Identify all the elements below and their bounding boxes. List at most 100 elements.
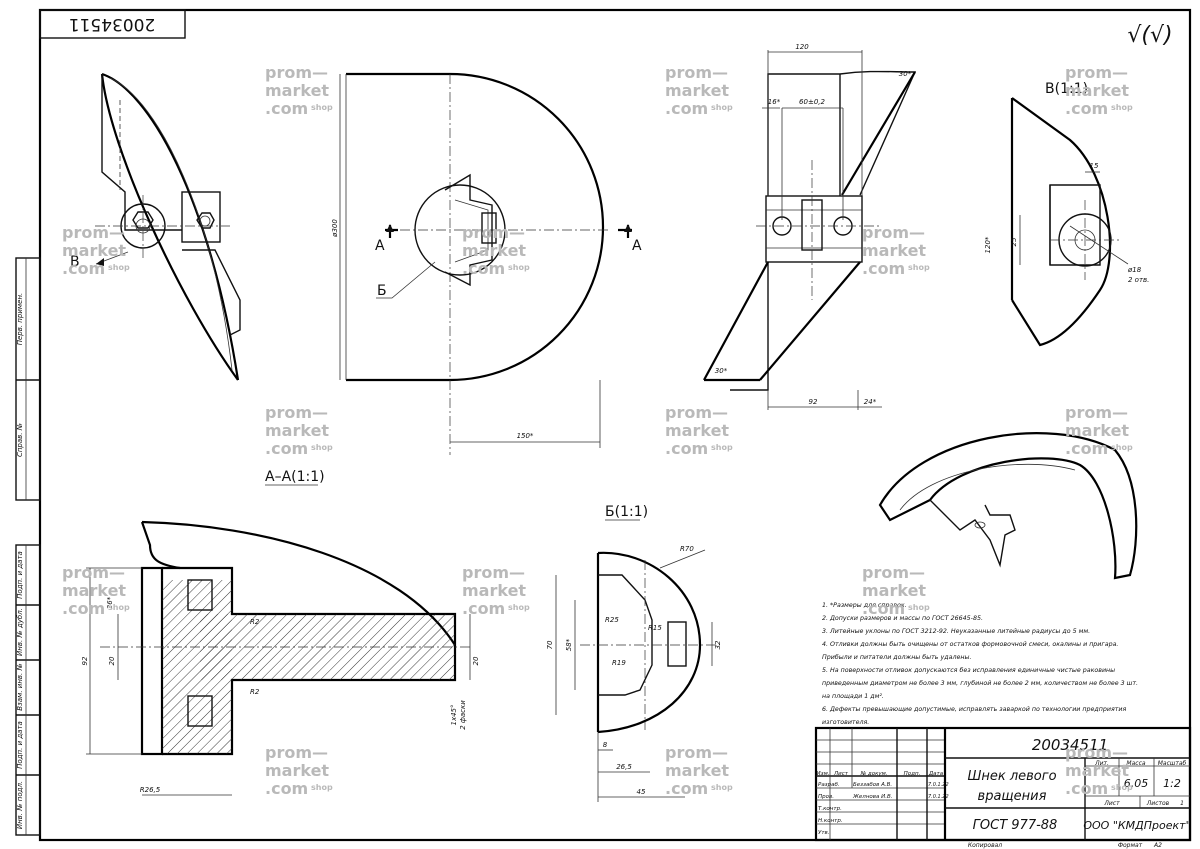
tb-role: Т.контр. — [818, 806, 842, 812]
watermark-text: .com — [862, 599, 905, 618]
dim-24: 24* — [864, 398, 877, 406]
tb-header-mass: Масса — [1126, 760, 1145, 767]
watermark-text: .com — [265, 439, 308, 458]
watermark-text: prom— — [265, 63, 328, 82]
detail-b-title: Б(1:1) — [605, 504, 648, 520]
watermark-text: .com — [1065, 779, 1108, 798]
section-aa-title: А–А(1:1) — [265, 469, 325, 485]
dim-v25: 25 — [1010, 237, 1018, 246]
watermark-text: market — [1065, 761, 1129, 780]
strip-label: Инв. № подл. — [16, 781, 24, 829]
dim-v18-count: 2 отв. — [1128, 276, 1149, 284]
dim-30-top: 30* — [899, 70, 912, 78]
strip-label: Перв. примен. — [16, 293, 24, 346]
dim-s20-right: 20 — [472, 656, 480, 665]
watermark-text: .com — [665, 439, 708, 458]
tb-header-lit: Лит. — [1094, 760, 1109, 767]
watermark-small: shop — [1111, 443, 1133, 452]
tb-header-scale: Масштаб — [1158, 760, 1187, 767]
watermark-text: market — [265, 81, 329, 100]
note-line: 2. Допуски размеров и массы по ГОСТ 2664… — [822, 615, 983, 622]
strip-label: Подп. и дата — [16, 721, 24, 769]
dim-60: 60±0,2 — [799, 98, 825, 106]
watermark-small: shop — [1111, 103, 1133, 112]
tb-company: ООО "КМДПроект" — [1083, 819, 1190, 832]
tb-doc-number: 20034511 — [1032, 736, 1108, 754]
watermark-small: shop — [508, 603, 530, 612]
dim-b8: 8 — [603, 741, 608, 749]
watermark-text: prom— — [265, 743, 328, 762]
side-strips: Перв. примен. Справ. № Подп. и дата Инв.… — [15, 257, 41, 836]
dim-br19: R19 — [612, 659, 626, 667]
watermark-text: .com — [665, 99, 708, 118]
watermark-text: .com — [862, 259, 905, 278]
watermark-text: market — [665, 421, 729, 440]
watermark-text: prom— — [62, 223, 125, 242]
section-aa: А–А(1:1) 92 36* 20 R2 R2 20 1х45° 2 фаск… — [81, 469, 480, 796]
dim-v15: 15 — [1090, 162, 1099, 170]
tb-col-header: Подп. — [904, 771, 921, 777]
isometric-view — [878, 432, 1138, 580]
watermark-text: prom— — [462, 223, 525, 242]
watermark-text: market — [62, 581, 126, 600]
dim-br70: R70 — [680, 545, 694, 553]
tb-format-value: А2 — [1153, 842, 1162, 849]
note-line: на площади 1 дм². — [822, 693, 884, 700]
view-v-title: В(1:1) — [1045, 81, 1088, 97]
edge-view-auger: 120 16* 60±0,2 30* 30* 92 24* — [703, 43, 917, 410]
watermark-text: prom— — [1065, 63, 1128, 82]
watermark-small: shop — [311, 103, 333, 112]
dim-b32: 32 — [714, 640, 722, 649]
roughness-symbol: √(√) — [1127, 23, 1172, 48]
front-view-disc: ø300 150* А А Б — [331, 72, 642, 455]
watermark-small: shop — [711, 783, 733, 792]
tb-format-label: Формат — [1118, 842, 1143, 849]
dim-d150: 150* — [517, 432, 534, 440]
view-label-v: В — [70, 254, 80, 270]
tb-role: Утв. — [818, 830, 830, 836]
view-v-detail: В(1:1) 15 25 120* ø18 2 отв. — [984, 81, 1149, 347]
tb-scale: 1:2 — [1163, 777, 1181, 790]
note-line: приведенным диаметром не более 3 мм, глу… — [822, 679, 1138, 687]
watermark-text: market — [1065, 421, 1129, 440]
tb-name: Беззабов А.В. — [853, 782, 892, 788]
watermark-text: prom— — [862, 223, 925, 242]
watermark-text: prom— — [665, 743, 728, 762]
section-a-right: А — [632, 238, 642, 254]
watermark-text: prom— — [1065, 403, 1128, 422]
note-line: 1. *Размеры для справок. — [822, 602, 907, 609]
tb-sheet-label: Лист — [1103, 800, 1120, 807]
watermark-text: .com — [62, 259, 105, 278]
watermark-text: market — [862, 581, 926, 600]
watermark-text: market — [1065, 81, 1129, 100]
watermark-small: shop — [108, 263, 130, 272]
watermark-text: prom— — [862, 563, 925, 582]
watermark-small: shop — [711, 103, 733, 112]
tb-copied-label: Копировал — [968, 842, 1002, 849]
title-block: Изм. Лист № докум. Подп. Дата Разраб. Бе… — [814, 726, 1192, 849]
strip-label: Инв. № дубл. — [16, 608, 24, 656]
watermark-small: shop — [908, 603, 930, 612]
watermark-small: shop — [1111, 783, 1133, 792]
watermark-text: .com — [265, 99, 308, 118]
note-line: Прибыли и питатели должны быть удалены. — [822, 653, 971, 661]
dim-chamfer: 1х45° — [450, 704, 458, 725]
side-view-blade: В — [70, 72, 241, 381]
watermark-text: .com — [1065, 99, 1108, 118]
tb-col-header: Дата — [928, 771, 944, 777]
dim-b58: 58* — [565, 638, 573, 651]
dim-r26: R26,5 — [140, 786, 161, 794]
dim-30-bot: 30* — [715, 367, 728, 375]
dim-120: 120 — [795, 43, 809, 51]
tb-part-name-1: Шнек левого — [967, 769, 1056, 784]
watermark-text: market — [265, 761, 329, 780]
